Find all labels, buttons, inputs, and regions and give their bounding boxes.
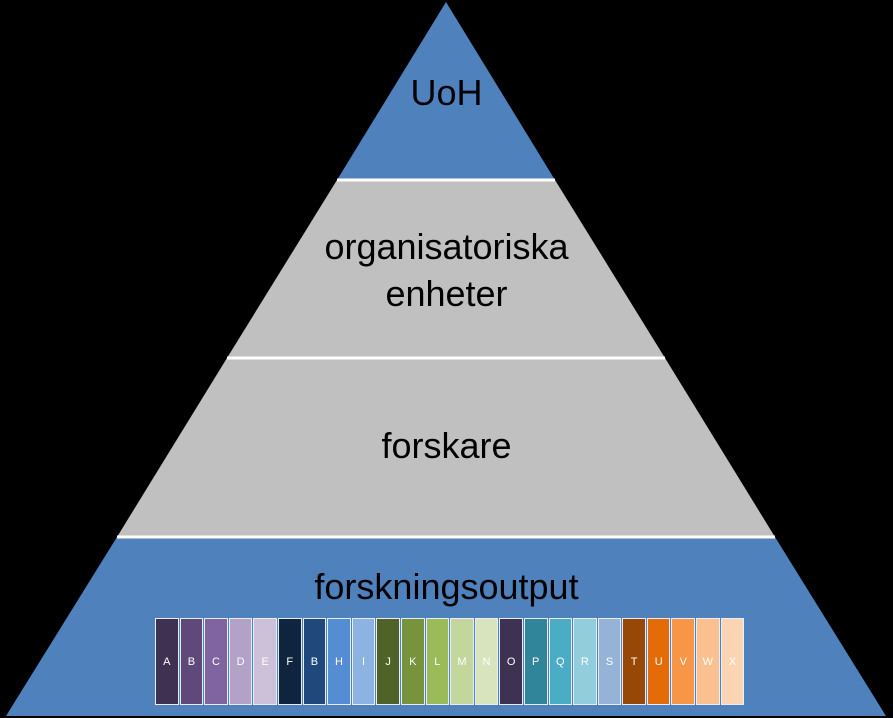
output-tile: C: [204, 618, 228, 705]
output-tile: F: [277, 618, 302, 705]
output-tile: I: [351, 618, 376, 705]
output-tile: D: [228, 618, 253, 705]
output-tile: S: [597, 618, 622, 705]
output-tile: B: [179, 618, 204, 705]
level-label-forskare: forskare: [381, 425, 512, 466]
level-label-uoh: UoH: [410, 72, 483, 113]
output-tile: N: [474, 618, 499, 705]
output-tile: J: [376, 618, 400, 705]
output-tile: U: [646, 618, 671, 705]
output-tile: A: [155, 618, 179, 705]
level-label-enheter: enheter: [385, 273, 508, 314]
level-forskare: [117, 358, 775, 537]
output-tile: L: [425, 618, 450, 705]
level-label-forskningsoutput: forskningsoutput: [314, 566, 579, 607]
output-tile: X: [720, 618, 745, 705]
level-organisatoriska-enheter: [227, 180, 665, 358]
output-tile: M: [450, 618, 474, 705]
level-uoh: [337, 2, 555, 180]
output-tile: B: [302, 618, 327, 705]
output-tile: Q: [548, 618, 573, 705]
level-label-organisatoriska: organisatoriska: [324, 226, 569, 267]
output-tile: W: [696, 618, 720, 705]
output-tile: H: [327, 618, 351, 705]
output-tile: O: [499, 618, 523, 705]
output-tile: T: [622, 618, 646, 705]
output-tile: K: [400, 618, 425, 705]
output-tile: P: [523, 618, 548, 705]
output-tile: R: [573, 618, 597, 705]
output-tile: E: [253, 618, 277, 705]
output-tile: V: [671, 618, 696, 705]
